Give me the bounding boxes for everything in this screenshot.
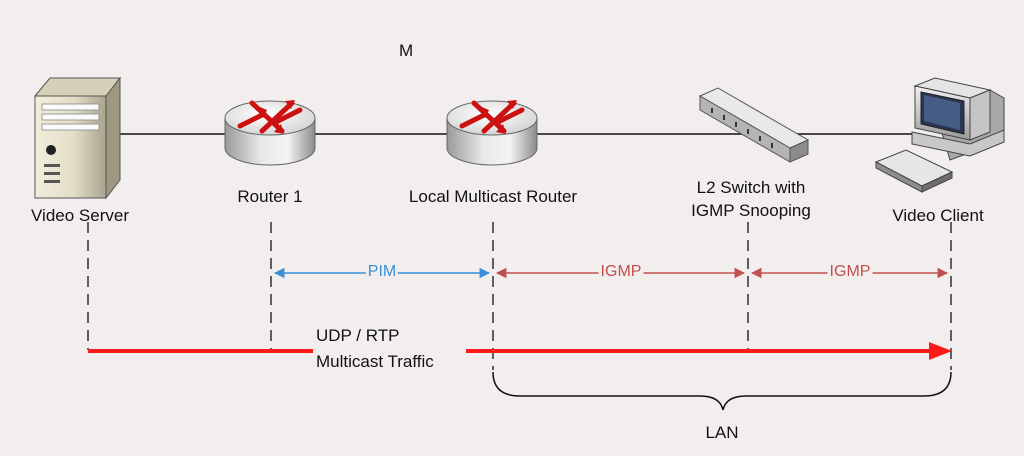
title-fragment: M xyxy=(399,41,414,60)
switch-label-line1: L2 Switch with xyxy=(696,178,806,197)
router-icon xyxy=(446,100,538,166)
video-client-label: Video Client xyxy=(892,206,984,225)
lan-brace xyxy=(492,371,952,411)
pim-label: PIM xyxy=(365,263,399,281)
computer-icon xyxy=(874,77,1005,193)
switch-label-line2: IGMP Snooping xyxy=(691,201,811,220)
lan-label: LAN xyxy=(705,423,739,442)
switch-icon xyxy=(698,87,810,163)
timeline-lines xyxy=(87,222,952,370)
local-router-label: Local Multicast Router xyxy=(408,187,578,206)
traffic-label-line2: Multicast Traffic xyxy=(316,352,434,371)
router-icon xyxy=(224,100,316,166)
router1-label: Router 1 xyxy=(237,187,303,206)
video-server-label: Video Server xyxy=(31,206,129,225)
igmp-label-right: IGMP xyxy=(827,263,873,281)
multicast-traffic-arrow xyxy=(88,342,952,360)
server-icon xyxy=(33,76,122,200)
igmp-label-left: IGMP xyxy=(598,263,644,281)
traffic-label-line1: UDP / RTP xyxy=(316,326,400,345)
